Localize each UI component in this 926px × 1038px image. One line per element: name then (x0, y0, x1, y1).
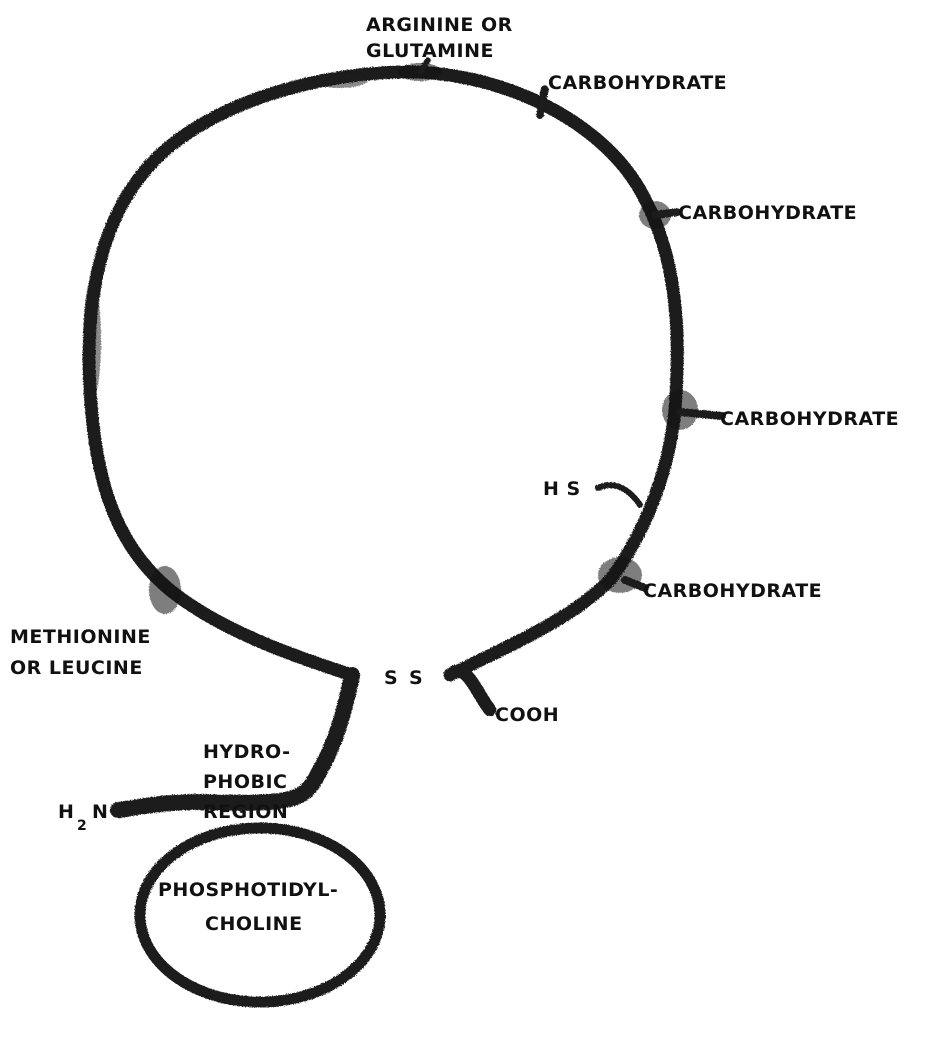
label-carbohydrate-1: CARBOHYDRATE (548, 72, 727, 94)
label-hydrophobic-line1: HYDRO- (203, 741, 290, 763)
label-hydrophobic-line3: REGION (203, 801, 288, 823)
carbohydrate-stub (680, 412, 722, 416)
cooh-tail (450, 671, 490, 710)
label-ss-right: S (409, 667, 423, 689)
label-arginine-line2: GLUTAMINE (366, 40, 494, 62)
carbohydrate-stub (540, 88, 545, 115)
chain-bulge (312, 72, 368, 88)
label-hs: H S (543, 478, 581, 500)
label-carbohydrate-4: CARBOHYDRATE (643, 580, 822, 602)
label-arginine-line1: ARGININE OR (366, 14, 513, 36)
label-cooh: COOH (495, 704, 559, 726)
chain-bulge (83, 280, 101, 400)
chain-bulge (149, 566, 181, 614)
label-methionine-line1: METHIONINE (10, 626, 151, 648)
label-carbohydrate-3: CARBOHYDRATE (720, 408, 899, 430)
label-hydrophobic-line2: PHOBIC (203, 771, 287, 793)
label-phospho-line1: PHOSPHOTIDYL- (158, 879, 338, 901)
label-methionine-line2: OR LEUCINE (10, 657, 143, 679)
label-ss-left: S (384, 667, 398, 689)
label-h2n-h: H (58, 801, 74, 823)
label-carbohydrate-2: CARBOHYDRATE (678, 202, 857, 224)
label-h2n-n: N (92, 801, 108, 823)
label-h2n-subscript: 2 (77, 818, 87, 834)
label-phospho-line2: CHOLINE (205, 913, 303, 935)
carbohydrate-stub (655, 212, 678, 215)
hs-side-chain (598, 485, 640, 505)
